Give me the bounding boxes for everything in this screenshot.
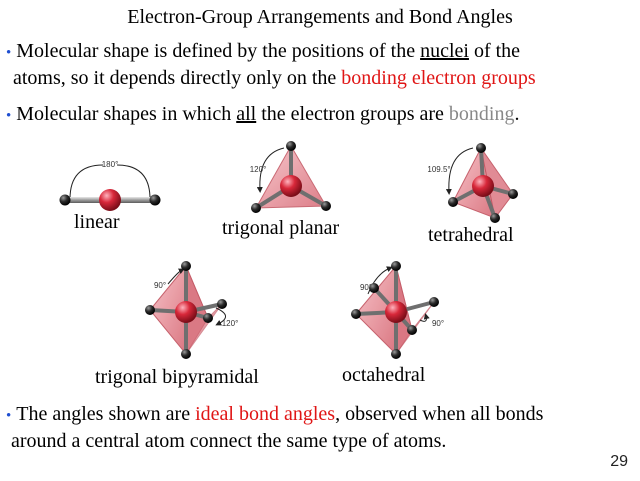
all-underlined: all xyxy=(236,103,257,125)
bonding-electron-groups-highlight: bonding electron groups xyxy=(341,67,536,89)
outer-atom xyxy=(203,313,213,323)
bullet-1-text-cont: of the xyxy=(468,40,521,62)
linear-label: linear xyxy=(74,211,120,233)
central-atom xyxy=(472,175,494,197)
outer-atom xyxy=(217,299,227,309)
outer-atom xyxy=(286,141,296,151)
nuclei-underlined: nuclei xyxy=(420,40,469,62)
trigonal-bipyramidal-figure: 90° 120° xyxy=(145,261,239,359)
tbp-axial-angle-label: 90° xyxy=(154,281,166,290)
central-atom xyxy=(280,175,302,197)
outer-atom xyxy=(407,325,417,335)
outer-atom xyxy=(145,305,155,315)
tetrahedral-figure: 109.5° xyxy=(427,143,518,223)
tetrahedral-label: tetrahedral xyxy=(428,224,514,246)
bullet-dot-icon: • xyxy=(6,45,12,61)
bullet-2-text: Molecular shapes in which xyxy=(16,103,237,125)
outer-atom xyxy=(476,143,486,153)
outer-atom xyxy=(508,189,518,199)
outer-atom xyxy=(448,197,458,207)
trigonal-bipyramidal-label: trigonal bipyramidal xyxy=(95,366,259,388)
bullet-1-line-1: •Molecular shape is defined by the posit… xyxy=(6,40,520,63)
tbp-equatorial-angle-label: 120° xyxy=(222,319,239,328)
linear-angle-label: 180° xyxy=(102,160,119,169)
ideal-bond-angles-highlight: ideal bond angles xyxy=(195,403,336,425)
octahedral-label: octahedral xyxy=(342,364,426,386)
bullet-dot-icon: • xyxy=(6,108,12,124)
central-atom xyxy=(175,301,197,323)
page-number: 29 xyxy=(610,453,628,470)
bullet-1-line-2: atoms, so it depends directly only on th… xyxy=(13,67,536,90)
trigonal-planar-angle-label: 120° xyxy=(250,165,267,174)
trigonal-planar-label: trigonal planar xyxy=(222,217,340,239)
outer-atom xyxy=(391,261,401,271)
bonding-highlight: bonding xyxy=(448,103,515,125)
tetrahedral-angle-label: 109.5° xyxy=(427,165,450,174)
central-atom xyxy=(99,189,121,211)
bullet-2: •Molecular shapes in which all the elect… xyxy=(6,103,519,126)
outer-atom xyxy=(369,283,379,293)
outer-atom xyxy=(429,297,439,307)
bullet-2-text-cont: the electron groups are xyxy=(256,103,449,125)
central-atom xyxy=(385,301,407,323)
octahedral-figure: 90° 90° xyxy=(351,261,444,359)
outer-atom xyxy=(391,349,401,359)
linear-figure: 180° xyxy=(59,160,161,211)
bullet-3-line-1: •The angles shown are ideal bond angles,… xyxy=(6,403,543,426)
bullet-3-text-cont: , observed when all bonds xyxy=(335,403,544,425)
bullet-3-line-2: around a central atom connect the same t… xyxy=(11,430,447,452)
outer-atom xyxy=(351,309,361,319)
bullet-dot-icon: • xyxy=(6,408,12,424)
outer-atom xyxy=(490,213,500,223)
trigonal-planar-figure: 120° xyxy=(250,141,331,213)
outer-atom xyxy=(181,349,191,359)
bullet-2-period: . xyxy=(514,103,520,125)
octahedral-angle-b-label: 90° xyxy=(432,319,444,328)
outer-atom xyxy=(251,203,261,213)
outer-atom xyxy=(321,201,331,211)
bullet-1-text-line2: atoms, so it depends directly only on th… xyxy=(13,67,342,89)
octahedral-angle-a-label: 90° xyxy=(360,283,372,292)
bullet-3-text: The angles shown are xyxy=(16,403,196,425)
bullet-1-text: Molecular shape is defined by the positi… xyxy=(16,40,421,62)
slide-title: Electron-Group Arrangements and Bond Ang… xyxy=(127,6,513,28)
outer-atom xyxy=(149,194,161,206)
outer-atom xyxy=(59,194,71,206)
outer-atom xyxy=(181,261,191,271)
